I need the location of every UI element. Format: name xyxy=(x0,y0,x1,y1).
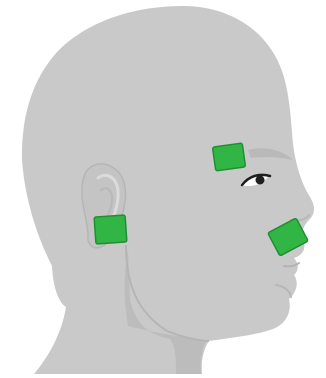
head-silhouette xyxy=(22,6,314,374)
temple-pad xyxy=(212,143,245,171)
ear-pad xyxy=(94,215,127,244)
pupil xyxy=(256,176,265,185)
